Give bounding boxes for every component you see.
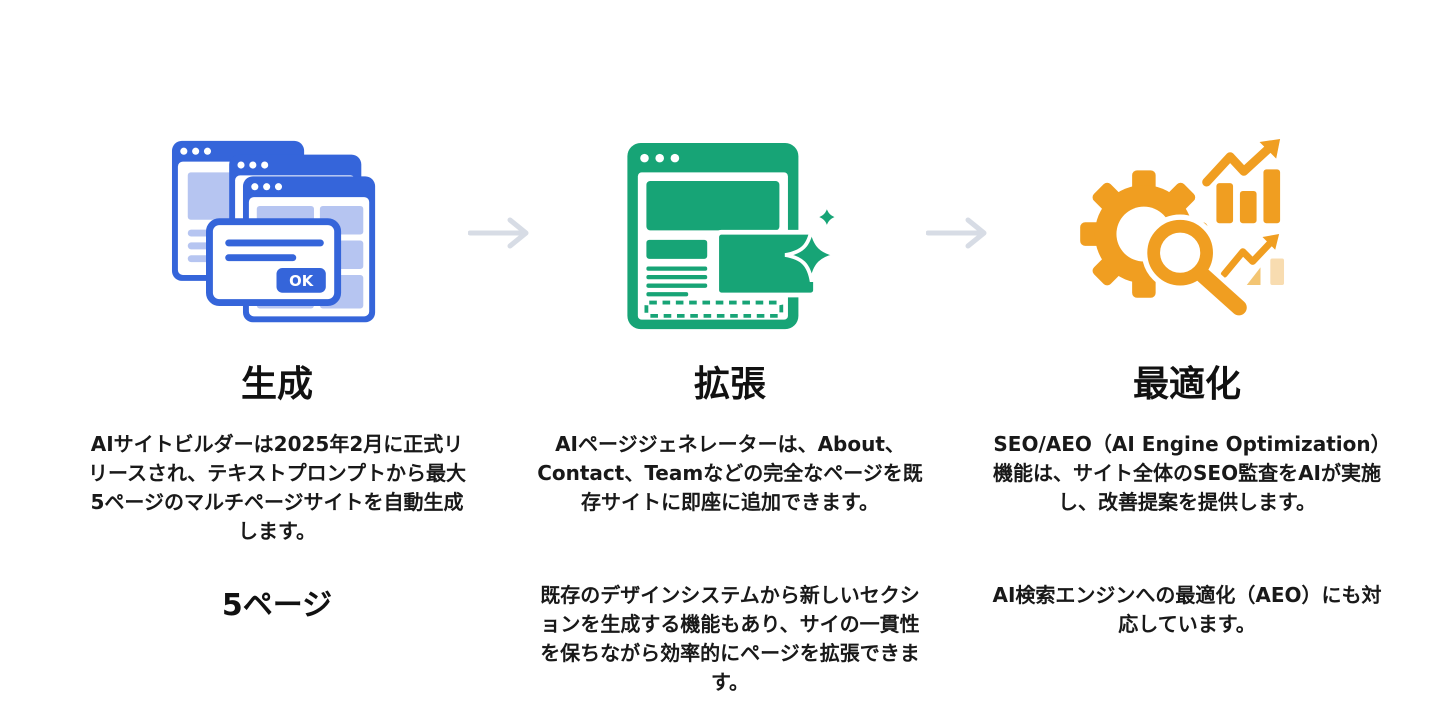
ok-button-label: OK (289, 273, 314, 290)
column-generate: OK 生成 AIサイトビルダーは2025年2月に正式リリースされ、テキストプロン… (87, 128, 467, 624)
feature-flow-section: OK 生成 AIサイトビルダーは2025年2月に正式リリースされ、テキストプロン… (87, 128, 1382, 697)
optimize-title: 最適化 (1132, 364, 1241, 405)
column-optimize: 最適化 SEO/AEO（AI Engine Optimization）機能は、サ… (992, 128, 1382, 639)
small-growth-chart-icon (1220, 234, 1285, 286)
generate-title: 生成 (240, 364, 313, 405)
generate-paragraph-1: AIサイトビルダーは2025年2月に正式リリースされ、テキストプロンプトから最大… (88, 432, 466, 544)
gear-magnifier-growth-chart-icon (1080, 139, 1285, 321)
expand-paragraph-2: 既存のデザインシステムから新しいセクションを生成する機能もあり、サイの一貫性を保… (540, 583, 920, 695)
flow-arrow-1 (467, 128, 535, 250)
sparkle-icon (784, 203, 841, 282)
bar-chart-growth-icon (1202, 139, 1281, 224)
browser-window-sparkles-icon (627, 142, 841, 330)
expand-icon-area (616, 128, 844, 346)
right-arrow-icon (468, 217, 529, 249)
placeholder-section-dashed (644, 300, 784, 318)
optimize-paragraph-1: SEO/AEO（AI Engine Optimization）機能は、サイト全体… (993, 432, 1381, 515)
flow-arrow-2 (925, 128, 992, 250)
generate-stat: 5ページ (221, 588, 333, 624)
optimize-icon-area (1074, 128, 1300, 346)
ok-button (276, 268, 326, 293)
expand-title: 拡張 (693, 364, 766, 405)
stacked-browser-windows-ok-dialog-icon: OK (171, 140, 376, 323)
right-arrow-icon (925, 217, 986, 249)
new-section-block (714, 229, 818, 298)
column-expand: 拡張 AIページジェネレーターは、About、Contact、Teamなどの完全… (535, 128, 925, 697)
ok-dialog-icon: OK (206, 218, 342, 307)
browser-window-green-icon (627, 142, 818, 330)
expand-paragraph-1: AIページジェネレーターは、About、Contact、Teamなどの完全なペー… (537, 432, 923, 515)
generate-icon-area: OK (166, 128, 388, 346)
optimize-paragraph-2: AI検索エンジンへの最適化（AEO）にも対応しています。 (992, 583, 1382, 637)
magnifier-icon (1141, 214, 1252, 321)
